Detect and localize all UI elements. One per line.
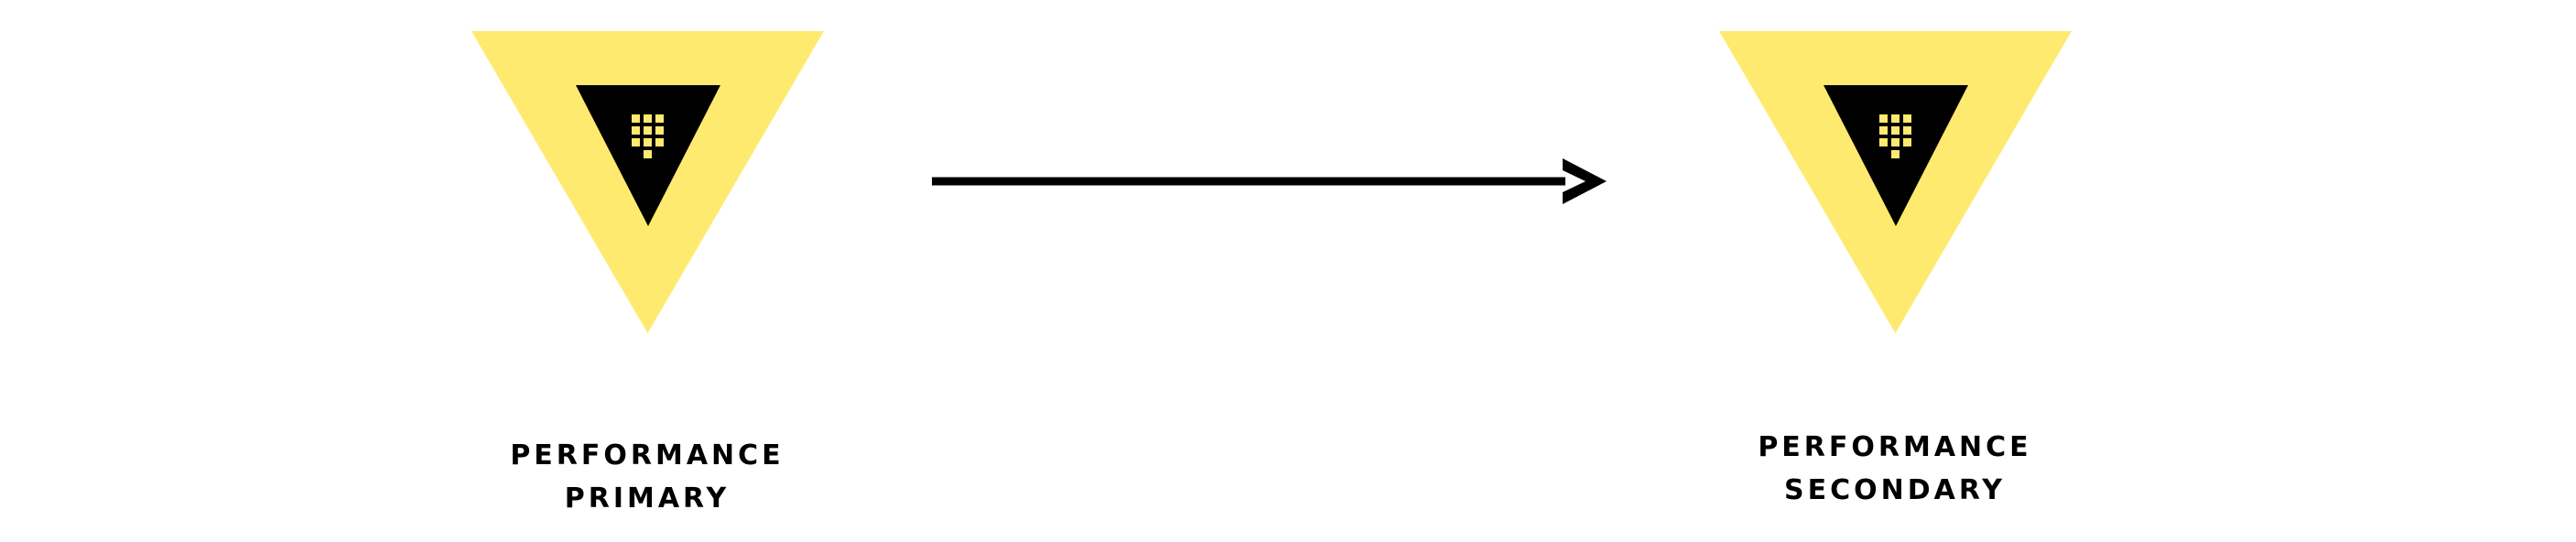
vault-logo-icon <box>1719 31 2072 333</box>
label-line: PRIMARY <box>564 482 731 515</box>
replication-arrow <box>932 158 1607 204</box>
label-line: PERFORMANCE <box>1758 431 2032 463</box>
performance-primary-label: PERFORMANCE PRIMARY <box>418 434 876 520</box>
vault-logo-icon <box>471 31 824 333</box>
performance-secondary-node <box>1719 31 2072 333</box>
arrow-head-icon <box>1563 158 1607 204</box>
logo-dot-grid <box>1879 114 1911 158</box>
label-line: PERFORMANCE <box>510 439 785 472</box>
logo-dot-grid <box>632 114 664 158</box>
performance-secondary-label: PERFORMANCE SECONDARY <box>1666 426 2124 512</box>
performance-primary-node <box>471 31 824 333</box>
label-line: SECONDARY <box>1783 474 2007 506</box>
